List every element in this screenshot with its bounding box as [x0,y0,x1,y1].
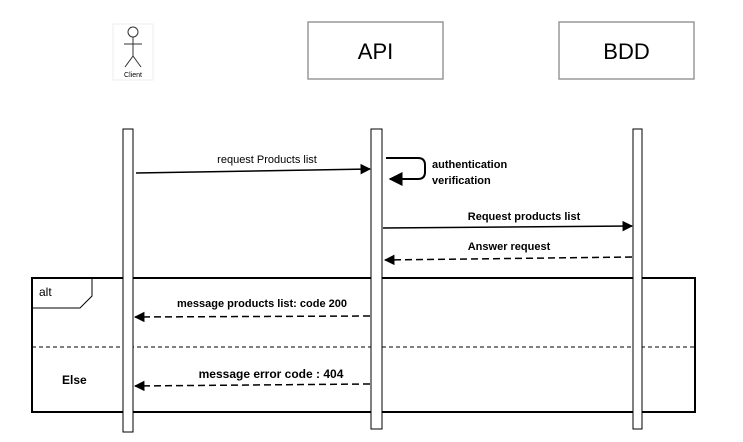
api-label: API [358,39,393,64]
alt-operator-label: alt [39,285,52,299]
message-arrow [383,254,633,266]
message-arrow [135,163,372,175]
self-message-arrow [386,157,426,186]
message-label: message products list: code 200 [177,298,347,310]
api-lifeline [370,128,383,430]
bdd-lifeline [632,128,643,430]
bdd-label: BDD [603,39,649,64]
message-label: request Products list [217,154,317,166]
alt-operator-tab [32,277,93,309]
message-request-products-list-db: Request products list [382,211,634,232]
alt-fragment: alt Else [31,277,696,413]
client-label: Client [124,72,142,79]
client-lifeline [122,128,134,433]
client-participant: Client [112,23,154,81]
message-label-line-1: authentication [432,159,507,171]
message-error-code-404: message error code : 404 [133,367,371,392]
message-request-products-list: request Products list [135,154,372,175]
bdd-participant: BDD [558,21,695,80]
message-answer-request: Answer request [383,241,633,266]
message-label-line-2: verification [432,175,491,187]
stick-figure-icon [124,26,142,68]
alt-frame [31,277,696,413]
message-label: Request products list [468,211,581,223]
message-products-list-code-200: message products list: code 200 [133,298,371,323]
message-label: message error code : 404 [199,367,344,381]
else-label: Else [62,373,87,387]
message-arrow [382,220,634,232]
message-arrow [133,311,371,323]
api-participant: API [307,21,444,80]
message-authentication-verification: authentication verification [386,157,507,187]
message-arrow [133,380,371,392]
message-label: Answer request [468,241,551,253]
api-box [307,21,444,80]
bdd-box [558,21,695,80]
